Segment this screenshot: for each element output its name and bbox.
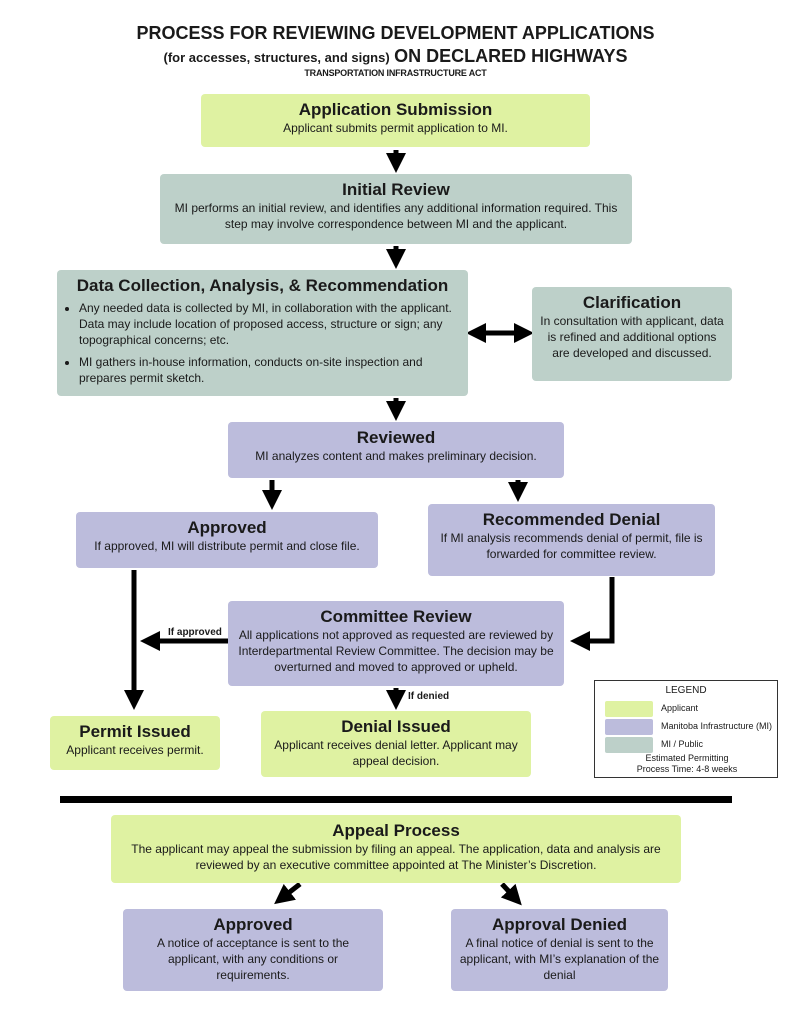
step-recommended-denial: Recommended Denial If MI analysis recomm… — [428, 504, 715, 576]
label-if-approved: If approved — [168, 627, 222, 638]
legend-item-mi: Manitoba Infrastructure (MI) — [605, 719, 775, 735]
legend-swatch — [605, 737, 653, 753]
legend-swatch — [605, 719, 653, 735]
step-application-submission: Application Submission Applicant submits… — [201, 94, 590, 147]
step-approval-denied: Approval Denied A final notice of denial… — [451, 909, 668, 991]
subtitle-scope: (for accesses, structures, and signs) — [163, 50, 390, 65]
step-title: Denial Issued — [341, 717, 451, 736]
step-title: Committee Review — [320, 607, 472, 626]
step-title: Initial Review — [342, 180, 450, 199]
arrow-denial-to-committee — [570, 577, 615, 651]
legend-item-public: MI / Public — [605, 737, 775, 753]
step-text: The applicant may appeal the submission … — [131, 842, 661, 872]
step-text: MI performs an initial review, and ident… — [174, 201, 618, 231]
step-appeal-approved: Approved A notice of acceptance is sent … — [123, 909, 383, 991]
legend-note-line1: Estimated Permitting — [645, 753, 729, 763]
legend-label: Manitoba Infrastructure (MI) — [661, 721, 773, 731]
step-text: MI analyzes content and makes preliminar… — [255, 449, 537, 463]
subtitle-highways: ON DECLARED HIGHWAYS — [394, 46, 628, 66]
step-text: If approved, MI will distribute permit a… — [94, 539, 360, 553]
legend-title: LEGEND — [665, 685, 707, 696]
step-reviewed: Reviewed MI analyzes content and makes p… — [228, 422, 564, 478]
step-title: Approved — [187, 518, 267, 537]
legend-note: Estimated Permitting Process Time: 4-8 w… — [595, 753, 779, 775]
step-title: Reviewed — [356, 428, 436, 447]
step-text: All applications not approved as request… — [238, 628, 554, 674]
data-collection-bullets: Any needed data is collected by MI, in c… — [65, 300, 460, 386]
step-text: Applicant submits permit application to … — [283, 121, 508, 135]
arrow-appeal-to-approved — [274, 882, 302, 905]
step-committee-review: Committee Review All applications not ap… — [228, 601, 564, 686]
step-denial-issued: Denial Issued Applicant receives denial … — [261, 711, 531, 777]
step-initial-review: Initial Review MI performs an initial re… — [160, 174, 632, 244]
legend-label: Applicant — [661, 703, 699, 713]
arrow-appeal-to-denied — [500, 882, 522, 906]
step-permit-issued: Permit Issued Applicant receives permit. — [50, 716, 220, 770]
step-text: If MI analysis recommends denial of perm… — [440, 531, 703, 561]
page-title: PROCESS FOR REVIEWING DEVELOPMENT APPLIC… — [136, 23, 655, 43]
step-text: Applicant receives denial letter. Applic… — [274, 738, 518, 768]
step-text: A final notice of denial is sent to the … — [459, 936, 660, 982]
step-approved: Approved If approved, MI will distribute… — [76, 512, 378, 568]
step-text: A notice of acceptance is sent to the ap… — [156, 936, 350, 982]
step-title: Clarification — [582, 293, 682, 312]
step-title: Approved — [213, 915, 293, 934]
label-if-denied: If denied — [408, 691, 450, 702]
step-title: Appeal Process — [332, 821, 460, 840]
section-divider — [60, 796, 732, 803]
step-clarification: Clarification In consultation with appli… — [532, 287, 732, 381]
step-appeal-process: Appeal Process The applicant may appeal … — [111, 815, 681, 883]
bullet-item: MI gathers in-house information, conduct… — [79, 354, 460, 386]
legend-swatch — [605, 701, 653, 717]
legend-note-line2: Process Time: 4-8 weeks — [636, 764, 738, 774]
page-subtitle: (for accesses, structures, and signs) ON… — [0, 46, 791, 67]
step-text: In consultation with applicant, data is … — [540, 314, 724, 360]
step-title: Recommended Denial — [482, 510, 661, 529]
legend-label: MI / Public — [661, 739, 704, 749]
step-title: Permit Issued — [79, 722, 191, 741]
step-title: Approval Denied — [491, 915, 628, 934]
act-name: TRANSPORTATION INFRASTRUCTURE ACT — [304, 68, 487, 78]
step-text: Applicant receives permit. — [66, 743, 204, 757]
step-data-collection: Data Collection, Analysis, & Recommendat… — [57, 270, 468, 396]
step-title: Application Submission — [298, 100, 493, 119]
legend: LEGEND Applicant Manitoba Infrastructure… — [594, 680, 778, 778]
legend-item-applicant: Applicant — [605, 701, 775, 717]
step-title: Data Collection, Analysis, & Recommendat… — [76, 276, 449, 295]
bullet-item: Any needed data is collected by MI, in c… — [79, 300, 460, 348]
